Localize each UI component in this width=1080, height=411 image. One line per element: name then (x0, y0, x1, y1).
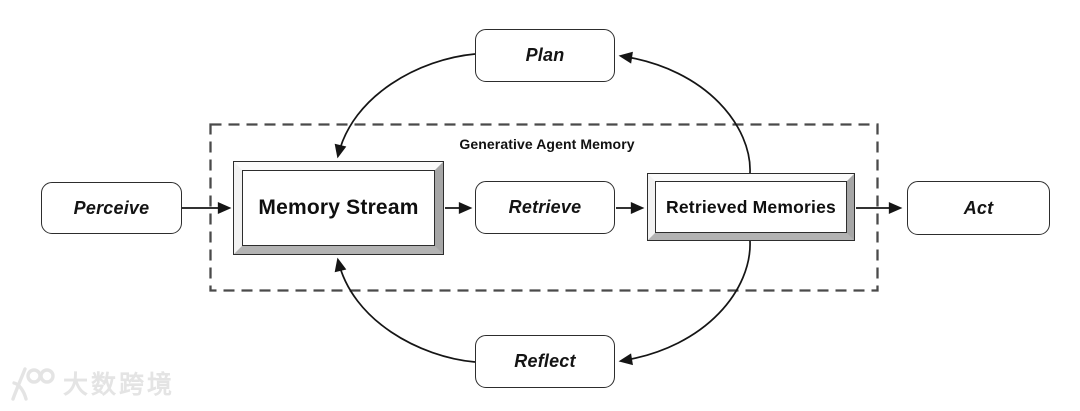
node-act: Act (907, 181, 1050, 235)
retrieved-memories-core: Retrieved Memories (655, 181, 847, 233)
node-memory-stream-label: Memory Stream (258, 196, 419, 219)
edge-retrieved-memories-to-reflect (618, 240, 751, 366)
node-retrieved-memories-label: Retrieved Memories (666, 196, 836, 217)
boundary-label: Generative Agent Memory (459, 136, 635, 152)
retrieved-memories-bevel-frame (648, 174, 854, 240)
edge-plan-to-memory-stream (334, 53, 476, 159)
node-perceive-label: Perceive (73, 197, 150, 218)
node-reflect-label: Reflect (514, 351, 576, 371)
edge-reflect-to-memory-stream (334, 257, 476, 363)
node-plan: Plan (475, 29, 615, 82)
node-perceive: Perceive (41, 182, 182, 234)
memory-stream-core: Memory Stream (242, 170, 435, 246)
node-retrieve-label: Retrieve (508, 197, 582, 217)
edge-retrieved-memories-to-plan (618, 51, 751, 174)
node-memory-stream: Memory Stream (233, 161, 444, 255)
node-plan-label: Plan (525, 45, 565, 65)
memory-stream-bevel-frame (234, 162, 443, 254)
node-retrieve: Retrieve (475, 181, 615, 234)
node-retrieved-memories: Retrieved Memories (647, 173, 855, 241)
node-reflect: Reflect (475, 335, 615, 388)
node-act-label: Act (963, 197, 994, 218)
memory-boundary-dashed-border (209, 123, 879, 292)
